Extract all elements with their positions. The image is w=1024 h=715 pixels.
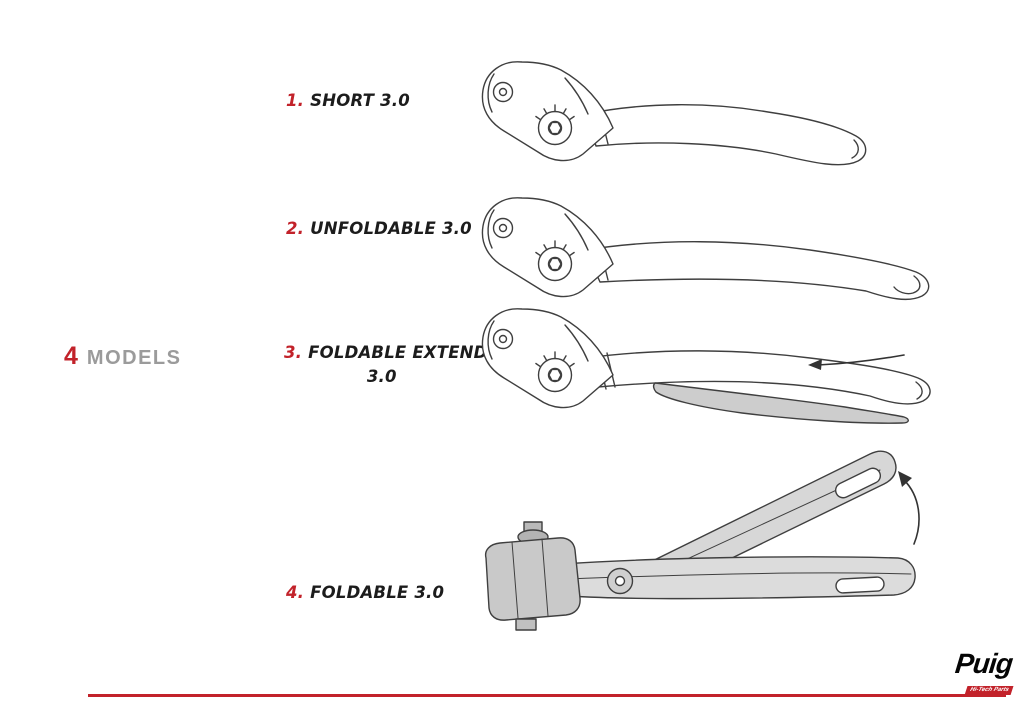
model-3-name: FOLDABLE EXTENDABLE — [308, 343, 536, 362]
models-count: 4 — [64, 342, 78, 370]
logo-tagline-text: Hi-Tech Parts — [964, 686, 1014, 696]
model-4-label: 4. FOLDABLE 3.0 — [286, 581, 444, 605]
model-1-label: 1. SHORT 3.0 — [286, 89, 410, 113]
model-3-number: 3. — [284, 343, 303, 362]
model-4-name: FOLDABLE 3.0 — [310, 583, 445, 602]
model-2-name: UNFOLDABLE 3.0 — [310, 219, 472, 238]
foldable-lever-illustration — [484, 450, 920, 631]
unfoldable-lever-illustration — [481, 197, 930, 301]
models-heading: 4 MODELS — [64, 342, 181, 371]
models-heading-label: MODELS — [86, 347, 182, 369]
logo-brand-text: Puig — [953, 648, 1014, 679]
footer-rule — [88, 694, 1006, 697]
model-3-label: 3. FOLDABLE EXTENDABLE 3.0 — [284, 341, 536, 389]
short-lever-illustration — [481, 61, 867, 166]
model-4-number: 4. — [286, 583, 305, 602]
fold-arrow-icon — [898, 471, 920, 545]
model-1-name: SHORT 3.0 — [310, 91, 410, 110]
model-3-name-line2: 3.0 — [366, 366, 397, 386]
model-2-number: 2. — [286, 219, 305, 238]
extend-arrow-icon — [808, 354, 905, 370]
foldable-extendable-lever-illustration — [481, 308, 931, 424]
model-2-label: 2. UNFOLDABLE 3.0 — [286, 217, 472, 241]
puig-logo: Puig Hi-Tech Parts — [926, 648, 1014, 696]
model-1-number: 1. — [286, 91, 305, 110]
